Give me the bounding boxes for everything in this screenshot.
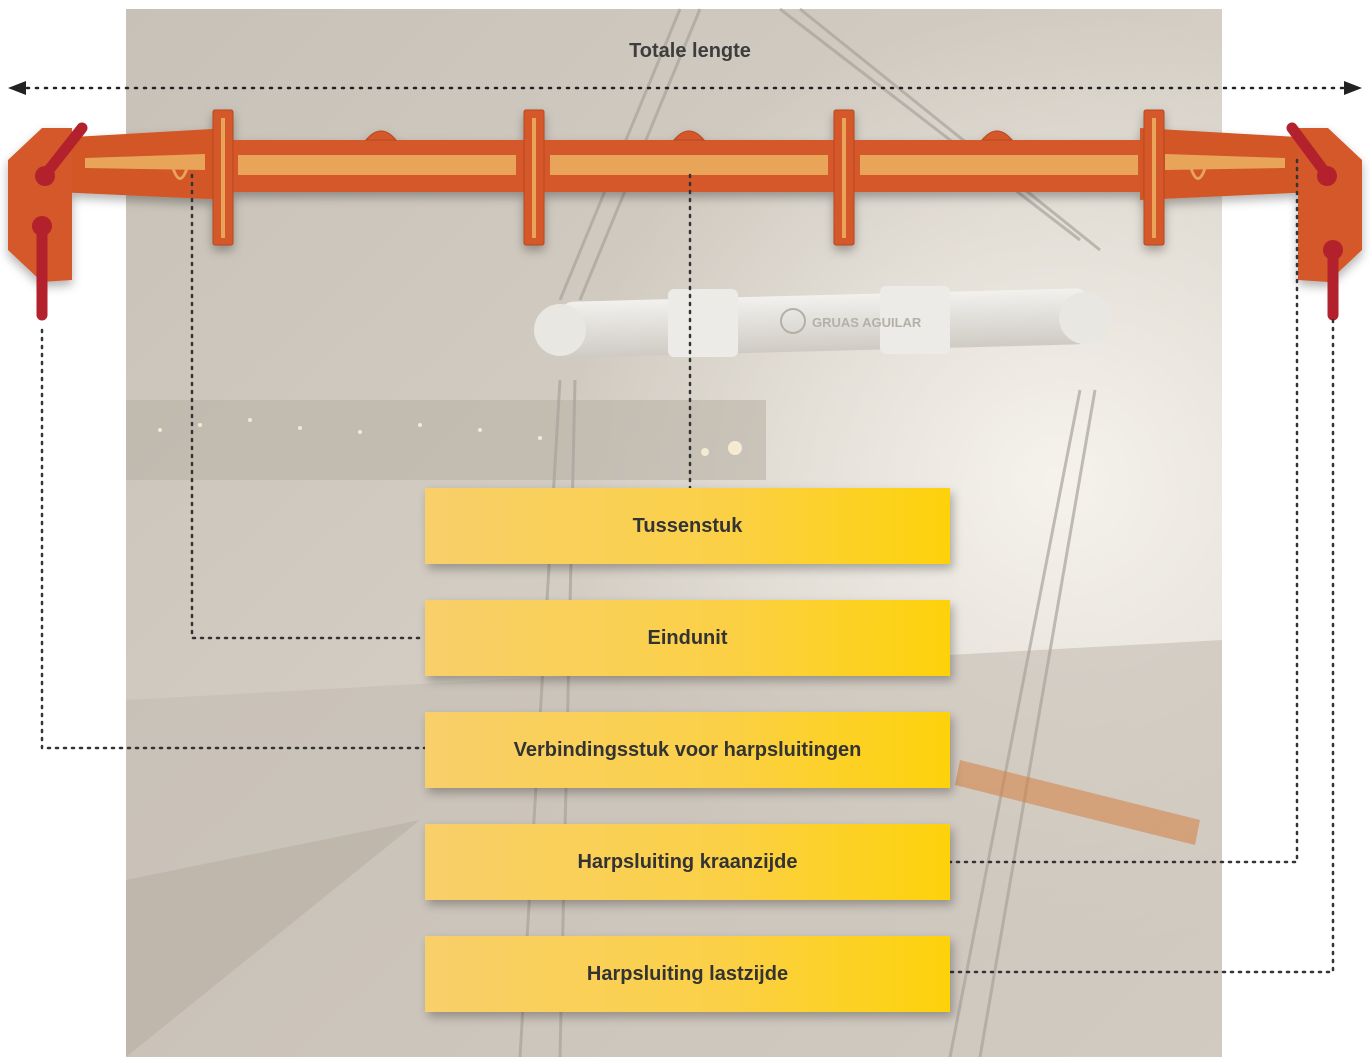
label-eindunit: Eindunit (425, 600, 950, 676)
stripe-segment-2 (550, 155, 828, 175)
leader-line-harpsluiting-kraanzijde (948, 158, 1299, 864)
label-harpsluiting-kraanzijde: Harpsluiting kraanzijde (425, 824, 950, 900)
shackle-crane-side-left (35, 122, 88, 186)
label-tussenstuk: Tussenstuk (425, 488, 950, 564)
shackle-load-side-left (32, 216, 52, 321)
stripe-segment-3 (860, 155, 1138, 175)
label-harpsluiting-lastzijde: Harpsluiting lastzijde (425, 936, 950, 1012)
svg-text:GRUAS AGUILAR: GRUAS AGUILAR (812, 315, 922, 330)
stripe-segment-1 (238, 155, 516, 175)
shackle-crane-side-right (1286, 122, 1337, 186)
photo-white-spreader-beam: GRUAS AGUILAR (534, 286, 1111, 358)
label-verbindingsstuk: Verbindingsstuk voor harpsluitingen (425, 712, 950, 788)
leader-line-verbindingsstuk (40, 328, 427, 750)
total-length-label: Totale lengte (629, 40, 751, 62)
leader-line-harpsluiting-lastzijde (948, 318, 1335, 974)
shackle-load-side-right (1323, 240, 1343, 321)
orange-spreader-beam (8, 109, 1362, 282)
total-length-arrow (8, 81, 1362, 95)
leader-line-eindunit (190, 173, 427, 640)
